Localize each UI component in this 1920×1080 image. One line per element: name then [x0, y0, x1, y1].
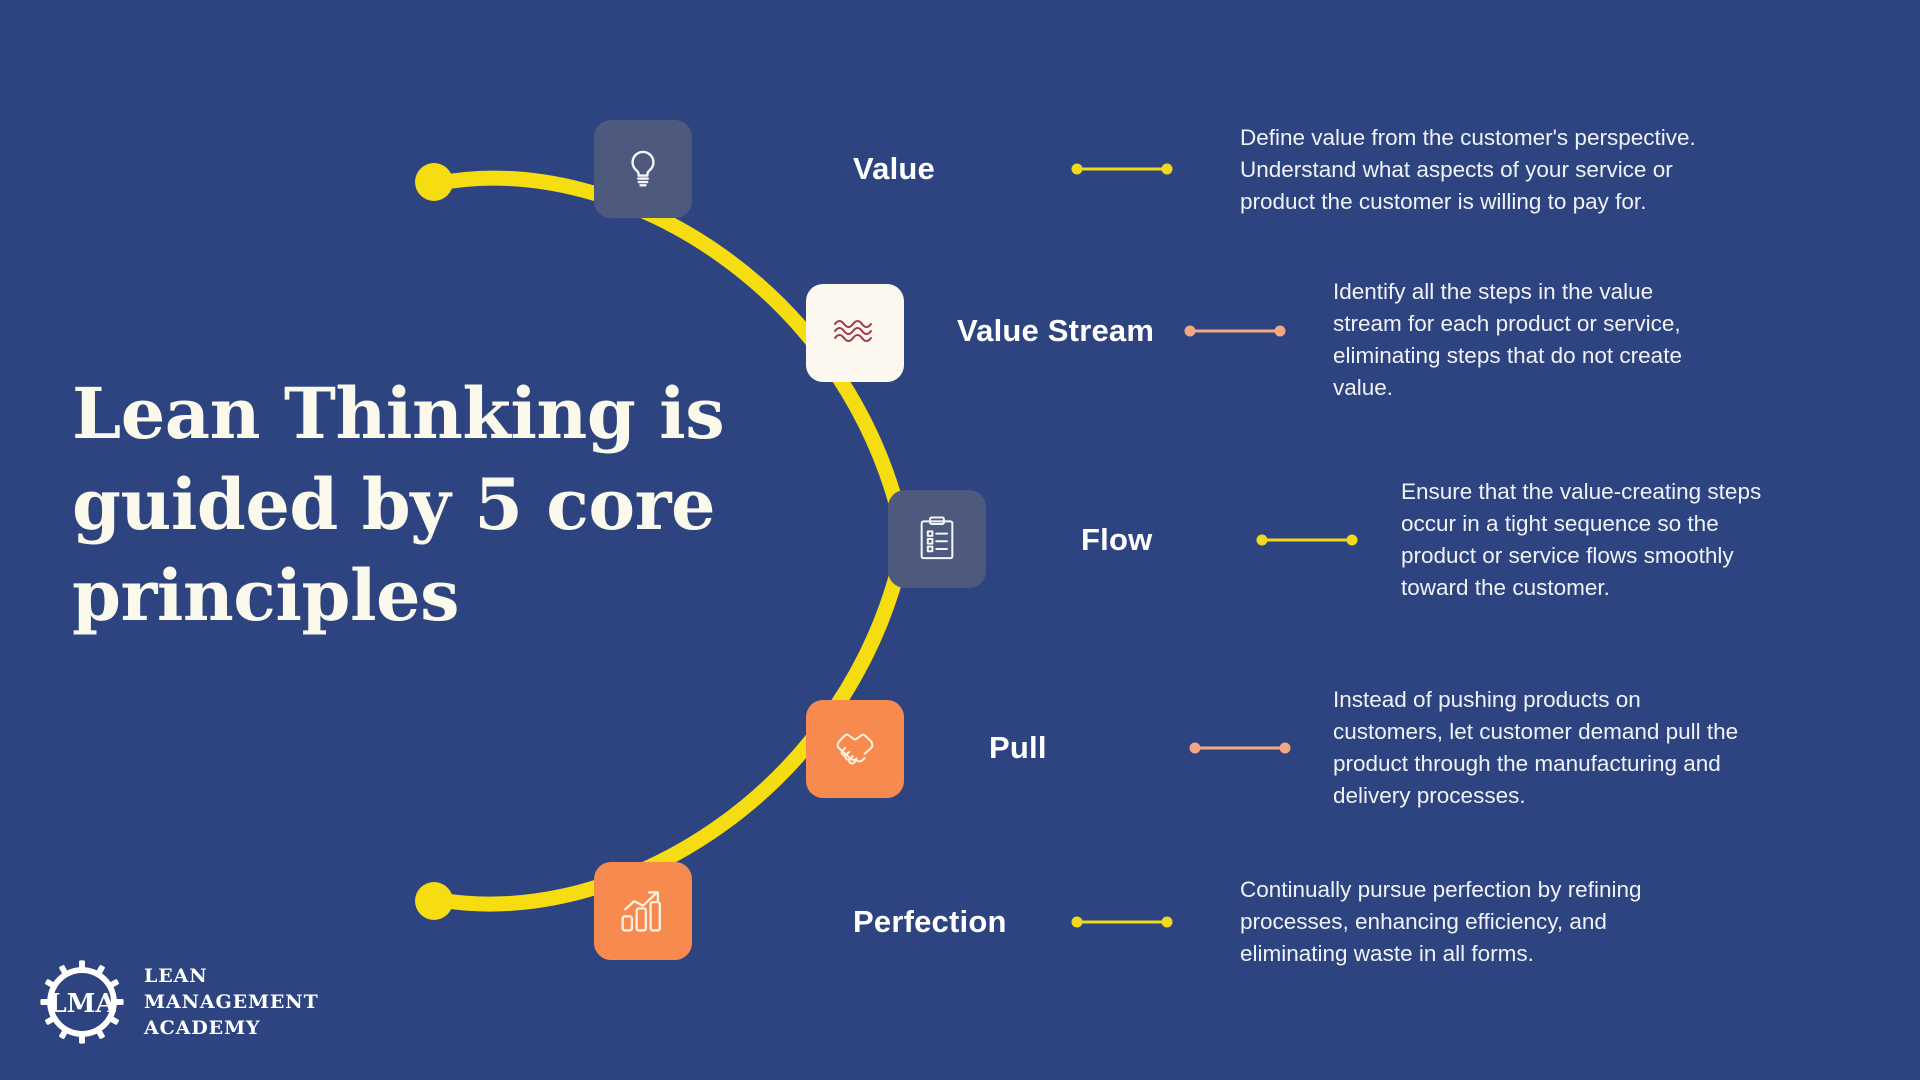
- principle-title-pull: Pull: [989, 730, 1047, 765]
- icon-tile-value[interactable]: [594, 120, 692, 218]
- connector-dot-right: [1274, 325, 1286, 337]
- logo-wordmark: LEAN MANAGEMENT ACADEMY: [144, 963, 319, 1042]
- icon-tile-flow[interactable]: [888, 490, 986, 588]
- principle-body-flow: Ensure that the value-creating steps occ…: [1401, 479, 1762, 600]
- arc-start-dot: [415, 163, 453, 201]
- connector-flow: [1256, 533, 1358, 547]
- page-title-line-2: guided by 5 core: [72, 463, 716, 546]
- connector-dot-left: [1071, 916, 1083, 928]
- logo-word-management: MANAGEMENT: [144, 990, 319, 1013]
- page-title-line-3: principles: [72, 554, 460, 637]
- connector-dot-right: [1346, 534, 1358, 546]
- principle-title-perfection: Perfection: [853, 904, 1007, 939]
- bar-chart-growth-icon: [618, 888, 668, 934]
- brand-logo[interactable]: LMA LEAN MANAGEMENT ACADEMY: [40, 960, 319, 1044]
- arc-end-dot: [415, 882, 453, 920]
- principle-body-perfection: Continually pursue perfection by refinin…: [1240, 877, 1642, 966]
- icon-tile-perfection[interactable]: [594, 862, 692, 960]
- connector-dot-right: [1161, 916, 1173, 928]
- connector-value-stream: [1184, 324, 1286, 338]
- lightbulb-icon: [620, 146, 666, 192]
- icon-tile-value-stream[interactable]: [806, 284, 904, 382]
- handshake-icon: [829, 725, 881, 773]
- principle-title-flow: Flow: [1081, 522, 1153, 557]
- connector-dot-left: [1071, 163, 1083, 175]
- page-title: Lean Thinking is guided by 5 core princi…: [72, 368, 772, 641]
- page-title-line-1: Lean Thinking is: [72, 372, 725, 455]
- principle-body-value: Define value from the customer's perspec…: [1240, 125, 1696, 214]
- connector-dot-right: [1279, 742, 1291, 754]
- icon-tile-pull[interactable]: [806, 700, 904, 798]
- connector-dot-left: [1184, 325, 1196, 337]
- connector-bar: [1077, 920, 1167, 924]
- connector-bar: [1195, 746, 1285, 750]
- waves-icon: [831, 316, 879, 350]
- connector-perfection: [1071, 915, 1173, 929]
- connector-bar: [1190, 329, 1280, 333]
- connector-value: [1071, 162, 1173, 176]
- gear-logo-icon: LMA: [40, 960, 124, 1044]
- logo-monogram: LMA: [48, 989, 116, 1019]
- principle-body-pull: Instead of pushing products on customers…: [1333, 687, 1739, 808]
- connector-bar: [1077, 167, 1167, 171]
- principle-body-value-stream: Identify all the steps in the value stre…: [1333, 279, 1682, 400]
- connector-bar: [1262, 538, 1352, 542]
- logo-word-academy: ACADEMY: [144, 1017, 261, 1040]
- connector-dot-right: [1161, 163, 1173, 175]
- connector-dot-left: [1256, 534, 1268, 546]
- principle-title-value-stream: Value Stream: [957, 313, 1155, 348]
- connector-dot-left: [1189, 742, 1201, 754]
- connector-pull: [1189, 741, 1291, 755]
- clipboard-checklist-icon: [916, 516, 958, 562]
- logo-word-lean: LEAN: [144, 964, 208, 987]
- principle-title-value: Value: [853, 151, 935, 186]
